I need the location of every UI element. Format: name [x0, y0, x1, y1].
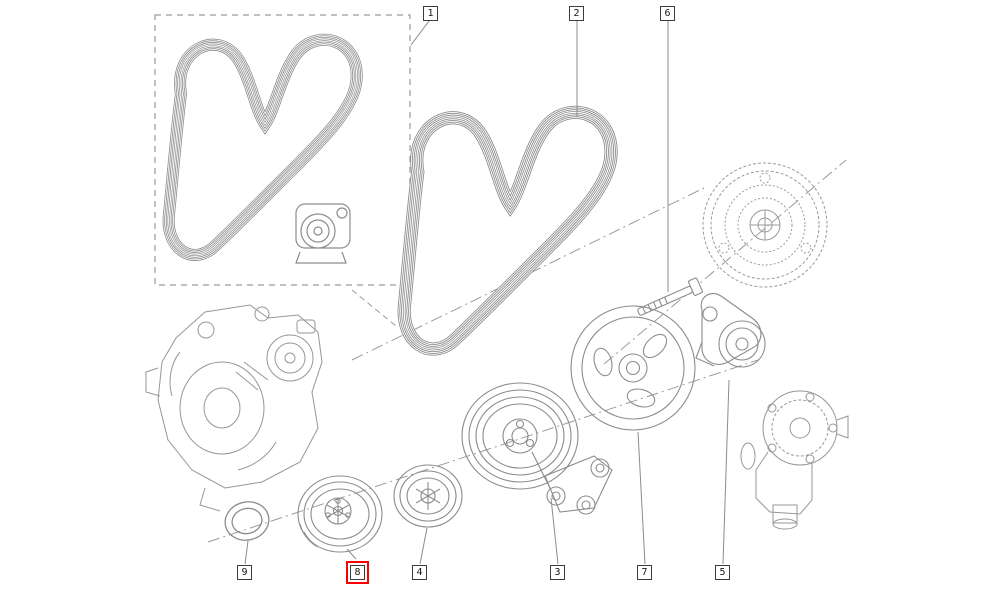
connector-dashes	[351, 289, 397, 327]
belt-tensioner	[695, 293, 766, 368]
callout-8-selected[interactable]: 8	[346, 561, 369, 584]
callout-3[interactable]: 3	[550, 565, 565, 580]
mounting-bolt	[637, 277, 703, 316]
dashed-boundary-box	[154, 14, 411, 286]
crankshaft-ribbed-pulley	[297, 475, 383, 553]
idler-ribbed-pulley	[393, 464, 463, 528]
callout-1[interactable]: 1	[423, 6, 438, 21]
leader-lines	[244, 20, 730, 565]
callout-5[interactable]: 5	[715, 565, 730, 580]
flywheel	[702, 162, 828, 288]
callout-2[interactable]: 2	[569, 6, 584, 21]
large-pulley-with-holes	[570, 305, 696, 431]
seal-ring	[224, 501, 270, 541]
callout-4[interactable]: 4	[412, 565, 427, 580]
belt-tensioner-small	[295, 203, 351, 264]
alternator	[145, 304, 323, 512]
callout-6[interactable]: 6	[660, 6, 675, 21]
callout-9[interactable]: 9	[237, 565, 252, 580]
pump-pulley-with-bracket	[461, 382, 613, 515]
serpentine-belt	[404, 112, 611, 349]
callout-7[interactable]: 7	[637, 565, 652, 580]
water-pump	[740, 390, 849, 530]
